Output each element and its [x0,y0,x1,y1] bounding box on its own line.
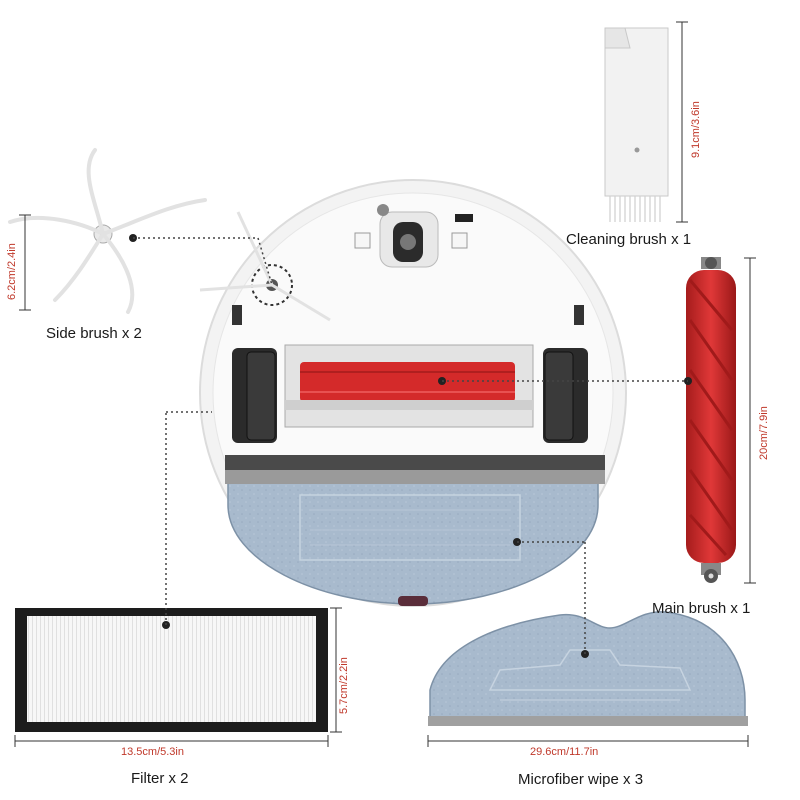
cleaning-brush-dimension: 9.1cm/3.6in [690,101,702,158]
filter-width-dimension: 13.5cm/5.3in [121,746,184,758]
main-brush-item [438,257,756,584]
filter-label: Filter x 2 [131,770,189,787]
wipe-width-dimension: 29.6cm/11.7in [530,746,599,758]
side-brush-item [8,148,273,314]
microfiber-wipe-item [427,538,749,747]
filter-item [14,411,342,747]
microfiber-wipe-label: Microfiber wipe x 3 [518,771,644,788]
cleaning-brush-item [604,21,688,223]
main-brush-label: Main brush x 1 [652,600,751,617]
side-brush-dimension: 6.2cm/2.4in [6,243,18,300]
main-brush-dimension: 20cm/7.9in [758,406,770,460]
cleaning-brush-label: Cleaning brush x 1 [566,231,692,248]
side-brush-label: Side brush x 2 [46,325,142,342]
robot-vacuum [199,179,627,607]
filter-height-dimension: 5.7cm/2.2in [338,657,350,714]
